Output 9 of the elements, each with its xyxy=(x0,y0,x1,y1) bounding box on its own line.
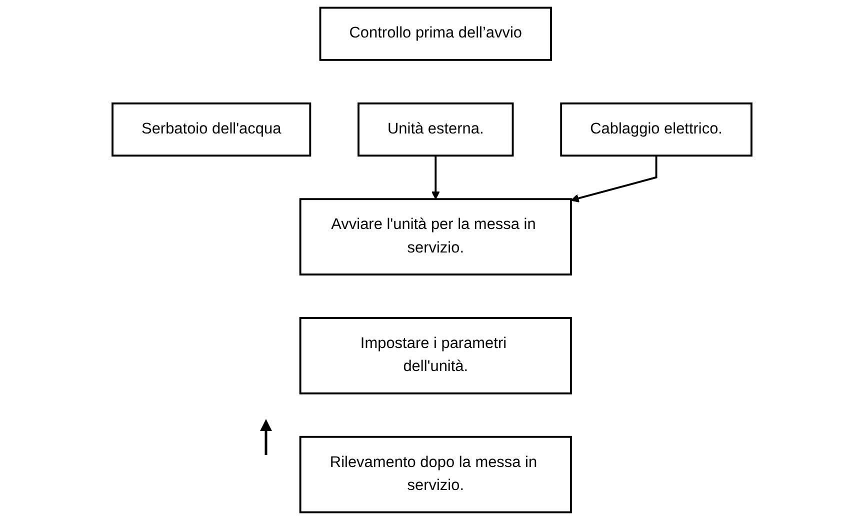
node-box: Controllo prima dell’avvio xyxy=(319,6,552,61)
node-box: Unità esterna. xyxy=(358,102,514,157)
arrow xyxy=(570,156,658,202)
node-box: Cablaggio elettrico. xyxy=(560,102,752,157)
arrow xyxy=(431,156,440,200)
node-box: Serbatoio dell'acqua xyxy=(112,102,312,157)
node-box: Impostare i parametri dell'unità. xyxy=(299,317,572,394)
node-box: Rilevamento dopo la messa in servizio. xyxy=(299,436,572,514)
node-box: Avviare l'unità per la messa in servizio. xyxy=(299,198,572,276)
